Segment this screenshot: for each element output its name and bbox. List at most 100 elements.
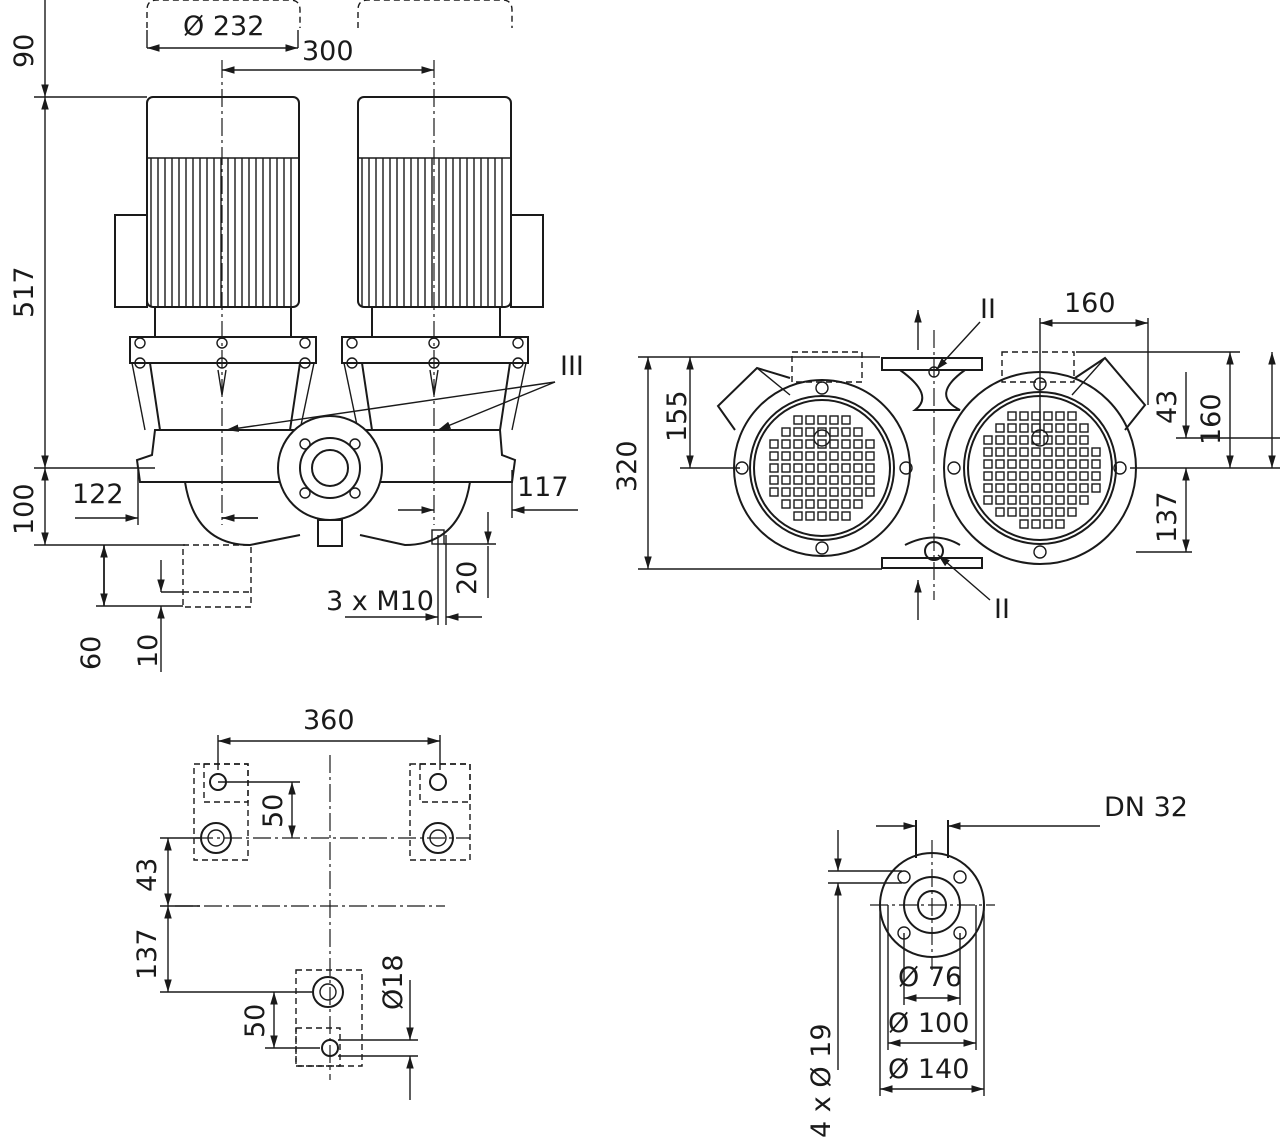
grille-cell xyxy=(841,511,851,521)
grille-cell xyxy=(781,499,791,509)
grille-cell xyxy=(1079,495,1089,505)
grille-cell xyxy=(1079,447,1089,457)
grille-cell xyxy=(1067,423,1077,433)
grille-cell xyxy=(1019,411,1029,421)
grille-cell xyxy=(1043,507,1053,517)
detail-label-ii-top: II xyxy=(980,294,996,325)
dim-spacing-300: 300 xyxy=(302,36,354,67)
grille-cell xyxy=(841,439,851,449)
cooling-fins-left xyxy=(147,157,299,307)
dim-upper-50: 50 xyxy=(258,794,289,828)
grille-cell xyxy=(1055,459,1065,469)
grille-cell xyxy=(817,499,827,509)
grille-cell xyxy=(995,423,1005,433)
grille-cell xyxy=(793,463,803,473)
grille-cell xyxy=(805,487,815,497)
grille-cell xyxy=(1055,423,1065,433)
grille-cell xyxy=(769,439,779,449)
grille-cell xyxy=(829,487,839,497)
foot-view-dimensions: 360 50 43 137 50 Ø18 xyxy=(132,705,441,1100)
dim-lower-50: 50 xyxy=(240,1004,271,1038)
grille-cell xyxy=(1019,459,1029,469)
grille-cell xyxy=(1091,483,1101,493)
dim-137: 137 xyxy=(1152,491,1183,543)
dim-dia-232: Ø 232 xyxy=(183,11,264,42)
grille-cell xyxy=(793,415,803,425)
top-view: 320 155 160 43 137 160 II II xyxy=(612,288,1280,625)
grille-cell xyxy=(853,475,863,485)
grille-cell xyxy=(983,483,993,493)
grille-cell xyxy=(1043,471,1053,481)
grille-cell xyxy=(841,487,851,497)
grille-cell xyxy=(1007,507,1017,517)
dim-155: 155 xyxy=(662,390,693,442)
grille-cell xyxy=(1019,447,1029,457)
grille-cell xyxy=(1079,435,1089,445)
grille-cell xyxy=(1007,423,1017,433)
grille-cell xyxy=(1043,459,1053,469)
grille-cell xyxy=(865,439,875,449)
grille-cell xyxy=(781,463,791,473)
detail-label-iii: III xyxy=(560,351,584,382)
grille-cell xyxy=(995,447,1005,457)
dim-160-top: 160 xyxy=(1064,288,1116,319)
grille-cell xyxy=(1007,411,1017,421)
grille-cell xyxy=(769,475,779,485)
grille-cell xyxy=(865,463,875,473)
grille-cell xyxy=(853,439,863,449)
grille-cell xyxy=(865,487,875,497)
detail-label-ii-bottom: II xyxy=(994,594,1010,625)
grille-cell xyxy=(793,451,803,461)
grille-cell xyxy=(1043,447,1053,457)
grille-cell xyxy=(1091,447,1101,457)
grille-cell xyxy=(793,487,803,497)
dim-hole-18: Ø18 xyxy=(378,954,409,1010)
grille-cell xyxy=(853,487,863,497)
dim-dn-32: DN 32 xyxy=(1104,792,1188,823)
grille-cell xyxy=(1007,459,1017,469)
grille-cell xyxy=(1043,423,1053,433)
grille-cell xyxy=(841,427,851,437)
grille-cell xyxy=(1031,507,1041,517)
grille-cell xyxy=(1055,483,1065,493)
dim-thread-m10: 3 x M10 xyxy=(326,586,434,617)
grille-cell xyxy=(995,471,1005,481)
grille-cell xyxy=(995,483,1005,493)
grille-cell xyxy=(769,487,779,497)
grille-cell xyxy=(1067,435,1077,445)
grille-cell xyxy=(983,447,993,457)
grille-cell xyxy=(1031,411,1041,421)
grille-cell xyxy=(1067,447,1077,457)
dim-right-117: 117 xyxy=(517,472,569,503)
grille-cell xyxy=(781,487,791,497)
grille-cell xyxy=(1055,507,1065,517)
dim-dia-140: Ø 140 xyxy=(888,1054,969,1085)
grille-cell xyxy=(805,427,815,437)
grille-cell xyxy=(1007,483,1017,493)
grille-cell xyxy=(829,499,839,509)
grille-cell xyxy=(995,459,1005,469)
motor-right xyxy=(341,96,544,431)
grille-cell xyxy=(1019,471,1029,481)
grille-cell xyxy=(995,507,1005,517)
grille-cell xyxy=(841,415,851,425)
grille-cell xyxy=(805,451,815,461)
grille-cell xyxy=(1091,459,1101,469)
front-view: Ø 232 300 90 517 100 122 117 xyxy=(9,0,584,672)
dim-dia-76: Ø 76 xyxy=(898,962,962,993)
grille-cell xyxy=(793,475,803,485)
grille-cell xyxy=(1031,471,1041,481)
grille-cell xyxy=(1079,459,1089,469)
dim-height-517: 517 xyxy=(9,266,40,318)
dim-160-right: 160 xyxy=(1196,393,1227,445)
grille-cell xyxy=(1055,495,1065,505)
grille-cell xyxy=(1067,507,1077,517)
grille-cell xyxy=(1019,519,1029,529)
dim-top-90: 90 xyxy=(9,34,40,68)
dim-bottom-100: 100 xyxy=(9,483,40,535)
grille-cell xyxy=(1007,471,1017,481)
grille-cell xyxy=(853,451,863,461)
grille-cell xyxy=(841,463,851,473)
grille-cell xyxy=(983,471,993,481)
